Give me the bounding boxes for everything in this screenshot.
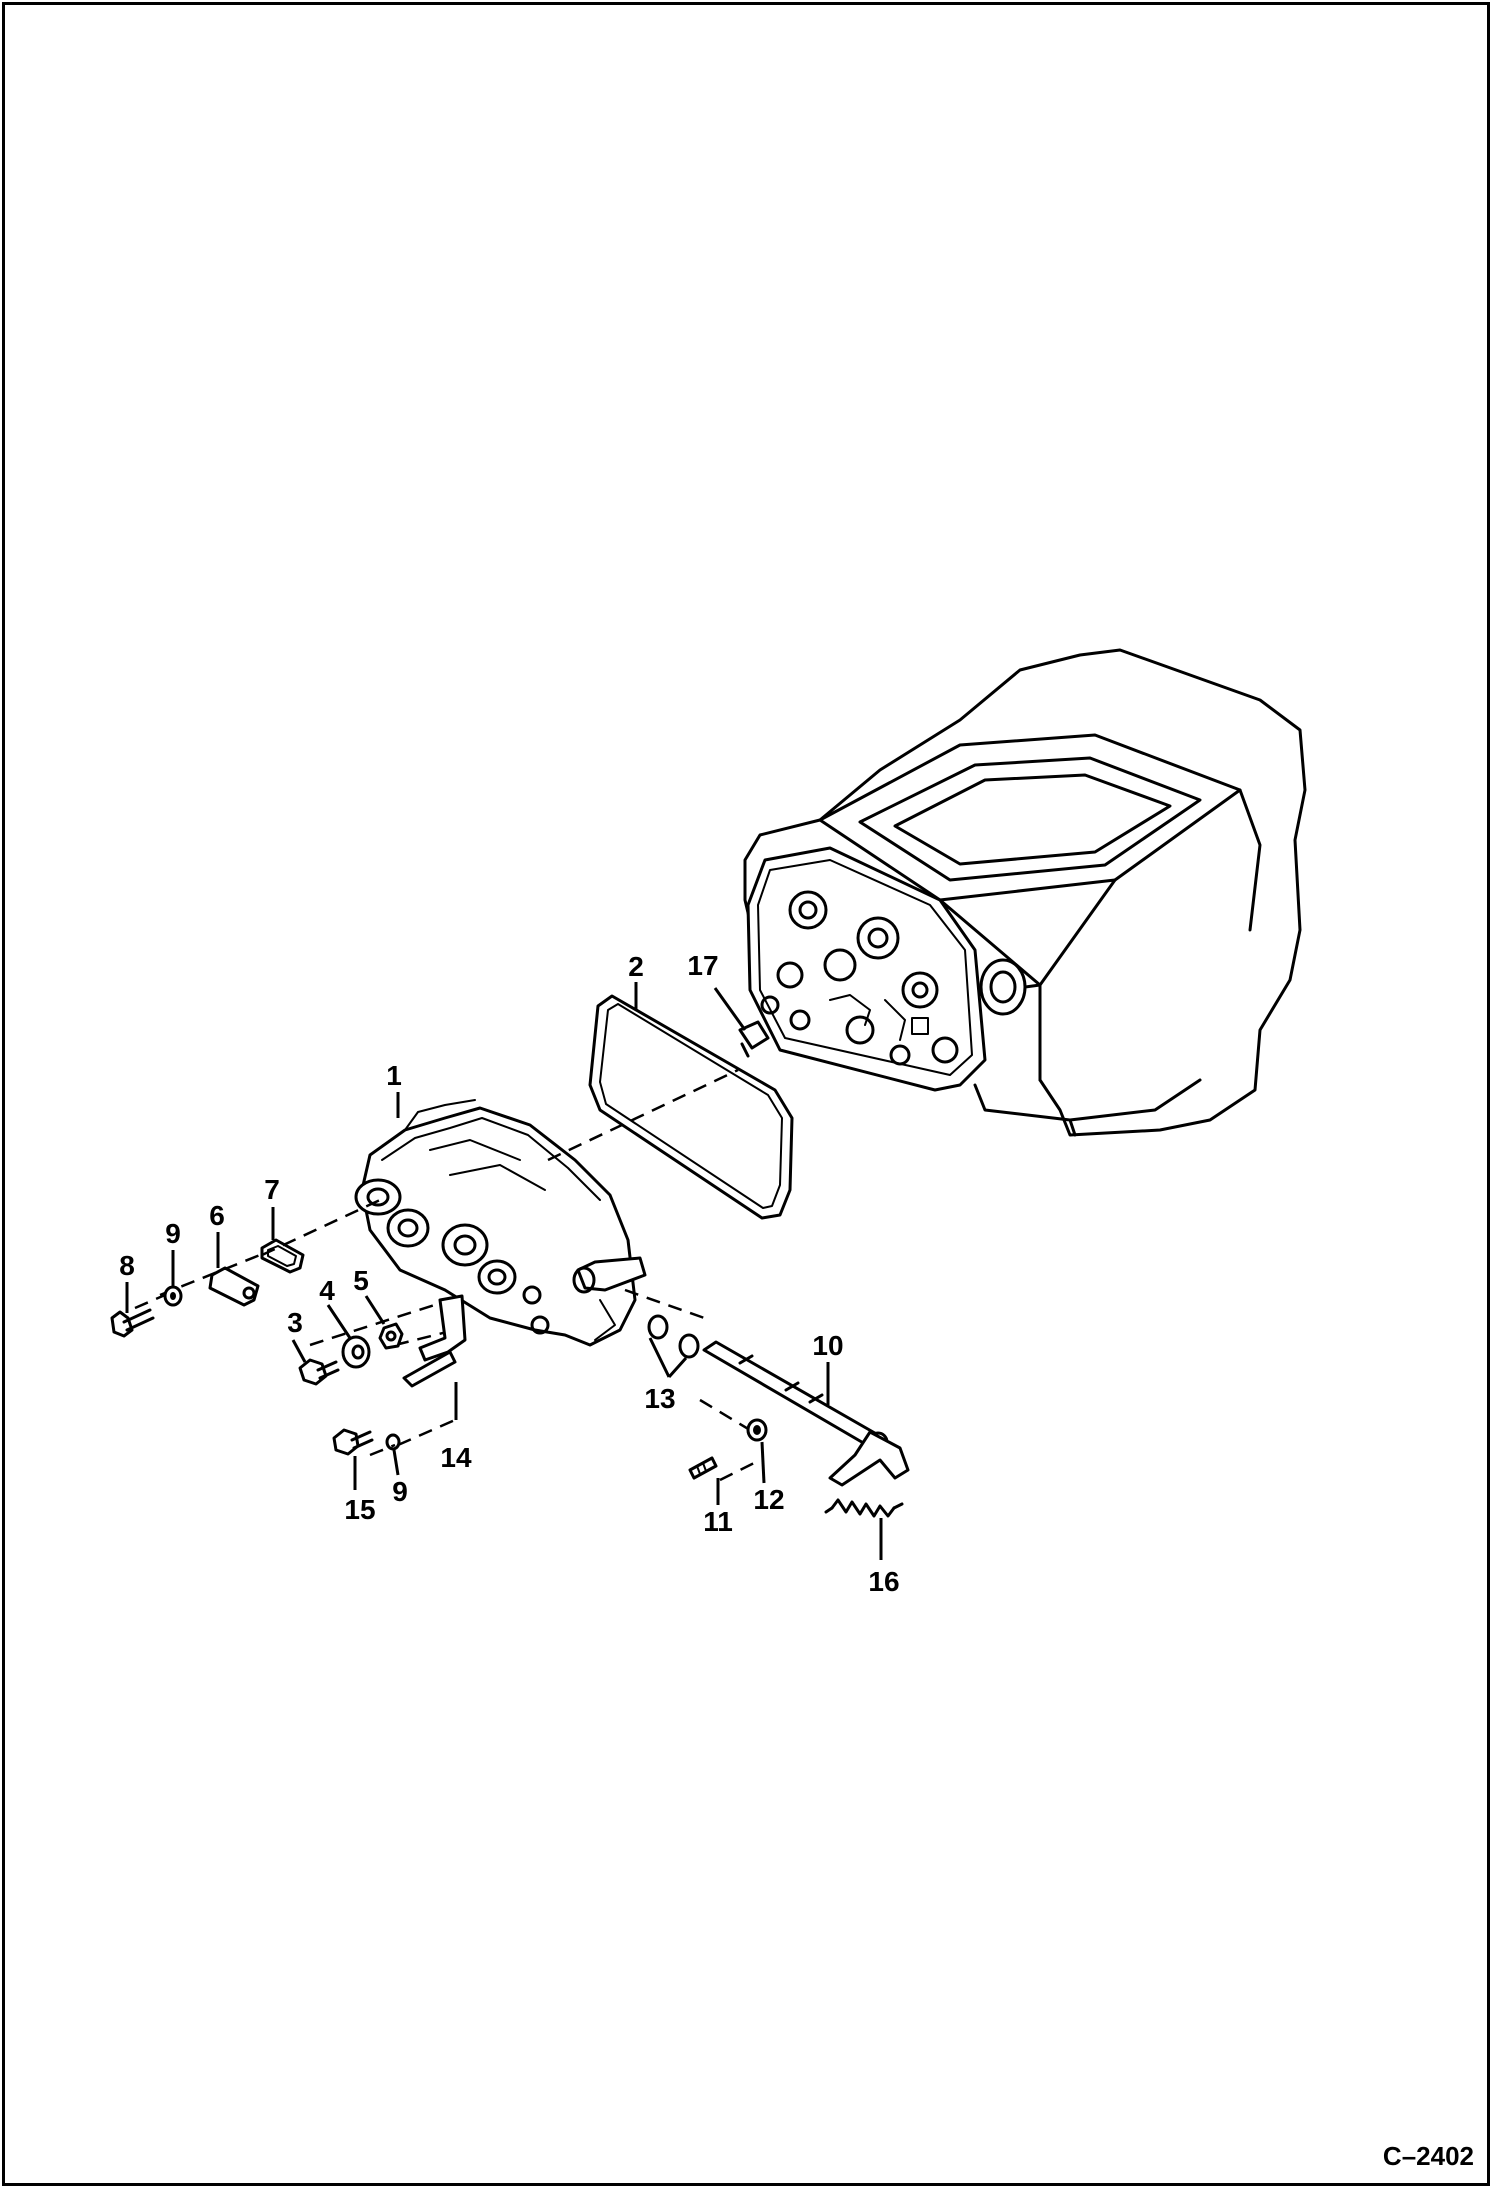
callout-17: 17 [687, 950, 719, 981]
part-16-spring [824, 1498, 904, 1518]
part-12-washer [746, 1418, 768, 1442]
assembly-lines [134, 1068, 761, 1482]
part-14-bracket [402, 1294, 467, 1388]
part-4-washer [341, 1335, 371, 1369]
callout-12: 12 [753, 1484, 785, 1515]
part-7-gasket [260, 1238, 305, 1274]
callout-3: 3 [287, 1307, 303, 1338]
callout-16: 16 [868, 1566, 900, 1597]
callout-10: 10 [812, 1330, 844, 1361]
part-6-plate [208, 1266, 260, 1307]
callout-11: 11 [703, 1506, 733, 1537]
callout-4: 4 [319, 1275, 335, 1306]
part-10-shaft [702, 1340, 910, 1487]
part-11-pin [688, 1456, 718, 1480]
part-5-nut [378, 1322, 404, 1350]
part-1-cover [354, 1099, 647, 1347]
part-8-bolt [110, 1308, 155, 1338]
callout-13: 13 [644, 1383, 676, 1414]
callout-5: 5 [353, 1265, 369, 1296]
engine-block [743, 648, 1307, 1137]
part-2-gasket [588, 994, 794, 1220]
callout-9-upper: 9 [165, 1218, 181, 1249]
callout-15: 15 [344, 1494, 376, 1525]
part-9-washer-lower [385, 1433, 401, 1451]
callout-9-lower: 9 [392, 1476, 408, 1507]
callout-8: 8 [119, 1250, 135, 1281]
callout-6: 6 [209, 1200, 225, 1231]
figure-id-label: C–2402 [1382, 2141, 1474, 2171]
part-9-washer-upper [163, 1285, 183, 1307]
callout-7: 7 [264, 1174, 280, 1205]
callout-14: 14 [440, 1442, 472, 1473]
part-13-o-rings [647, 1314, 700, 1359]
part-15-bolt [332, 1428, 374, 1456]
callout-2: 2 [628, 951, 644, 982]
leader-lines [125, 982, 883, 1560]
callout-1: 1 [386, 1060, 402, 1091]
part-3-bolt [298, 1358, 340, 1386]
part-17-bolt [738, 1020, 770, 1058]
